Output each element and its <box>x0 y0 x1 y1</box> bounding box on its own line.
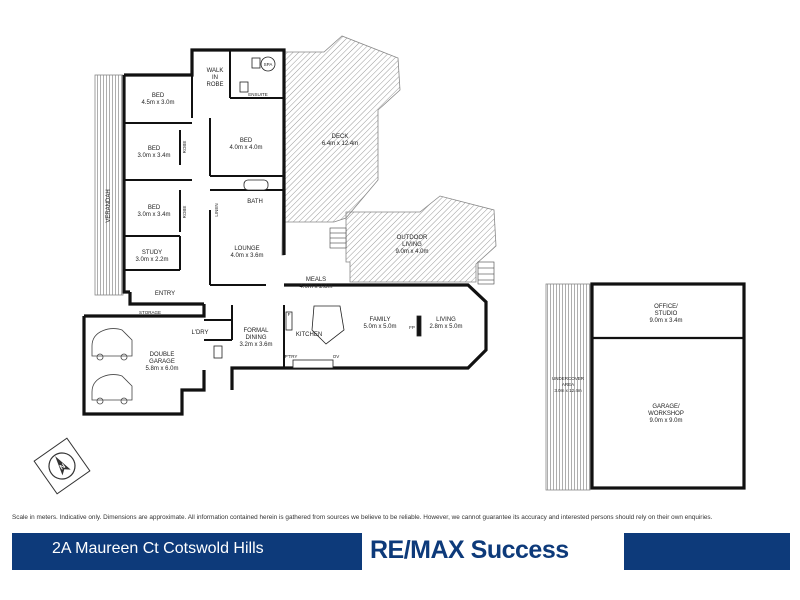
outdoor-living-area <box>345 195 497 283</box>
outdoor-label: OUTDOOR <box>397 235 428 241</box>
bed-main-label: BED <box>240 138 253 144</box>
robe-label-2: ROBE <box>182 206 187 219</box>
fridge-label: F <box>288 312 291 317</box>
outdoor-label2: LIVING <box>402 242 422 248</box>
bed3-size: 3.0m x 3.4m <box>137 212 170 218</box>
workshop-walls <box>590 282 746 490</box>
walk-in-robe-line1: WALK <box>207 68 224 74</box>
property-address: 2A Maureen Ct Cotswold Hills <box>52 540 264 557</box>
formal-dining-label2: DINING <box>246 335 267 341</box>
fixtures <box>213 56 422 369</box>
workshop-size: 9.0m x 9.0m <box>649 418 682 424</box>
office-label2: STUDIO <box>655 311 678 317</box>
laundry-label: L'DRY <box>191 330 208 336</box>
office-size: 9.0m x 3.4m <box>649 318 682 324</box>
spa-label: SPA <box>264 62 273 67</box>
study-label: STUDY <box>142 250 162 256</box>
walk-in-robe-line2: IN <box>212 75 218 81</box>
disclaimer: Scale in meters. Indicative only. Dimens… <box>12 514 713 521</box>
study-size: 3.0m x 2.2m <box>135 257 168 263</box>
meals-size: 4.0m x 2.8m <box>299 284 332 290</box>
living-label: LIVING <box>436 317 456 323</box>
deck-size: 6.4m x 12.4m <box>322 141 358 147</box>
lounge-size: 4.0m x 3.6m <box>230 253 263 259</box>
office-label: OFFICE/ <box>654 304 678 310</box>
compass-label: N <box>59 463 67 472</box>
kitchen-label: KITCHEN <box>296 332 322 338</box>
ensuite-label: ENSUITE <box>248 92 268 97</box>
deck-steps <box>329 227 495 285</box>
formal-dining-label: FORMAL <box>243 328 269 334</box>
compass-icon: N <box>33 437 91 495</box>
verandah-area <box>94 74 124 296</box>
verandah-label: VERANDAH <box>106 189 112 222</box>
lounge-label: LOUNGE <box>234 246 259 252</box>
undercover-label: UNDERCOVER <box>552 376 585 381</box>
storage-label: STORAGE <box>139 310 161 315</box>
garage-size: 5.8m x 6.0m <box>145 366 178 372</box>
floor-plan: BED 4.5m x 3.0m BED 3.0m x 3.4m BED 3.0m… <box>33 35 746 495</box>
deck-label: DECK <box>332 134 349 140</box>
bed1-label: BED <box>152 93 165 99</box>
workshop-label2: WORKSHOP <box>648 411 684 417</box>
brand-name: RE/MAX Success <box>370 536 569 564</box>
oven-label: OV <box>333 354 340 359</box>
undercover-area <box>545 283 591 491</box>
undercover-size: 3.0m x 12.4m <box>554 388 582 393</box>
brand-logo: RE/MAX Success <box>362 533 624 570</box>
fireplace-label: FP <box>409 325 415 330</box>
bed-main-size: 4.0m x 4.0m <box>229 145 262 151</box>
formal-dining-size: 3.2m x 3.6m <box>239 342 272 348</box>
bed2-label: BED <box>148 146 161 152</box>
bath-label: BATH <box>247 199 263 205</box>
car-icons <box>91 328 133 405</box>
meals-label: MEALS <box>306 277 326 283</box>
bed1-size: 4.5m x 3.0m <box>141 100 174 106</box>
entry-label: ENTRY <box>155 291 175 297</box>
bed3-label: BED <box>148 205 161 211</box>
robe-label-1: ROBE <box>182 141 187 154</box>
bed2-size: 3.0m x 3.4m <box>137 153 170 159</box>
walk-in-robe-line3: ROBE <box>206 82 223 88</box>
family-size: 5.0m x 5.0m <box>363 324 396 330</box>
room-labels: BED 4.5m x 3.0m BED 3.0m x 3.4m BED 3.0m… <box>106 62 684 424</box>
outdoor-size: 9.0m x 4.0m <box>395 249 428 255</box>
undercover-label2: AREA <box>562 382 574 387</box>
footer-bar: 2A Maureen Ct Cotswold Hills RE/MAX Succ… <box>12 533 790 570</box>
garage-label: DOUBLE <box>150 352 175 358</box>
living-size: 2.8m x 5.0m <box>429 324 462 330</box>
garage-label2: GARAGE <box>149 359 175 365</box>
house-walls <box>82 48 488 416</box>
linen-label: LINEN <box>214 203 219 216</box>
pantry-label: P'TRY <box>285 354 298 359</box>
family-label: FAMILY <box>370 317 391 323</box>
workshop-label: GARAGE/ <box>652 404 680 410</box>
